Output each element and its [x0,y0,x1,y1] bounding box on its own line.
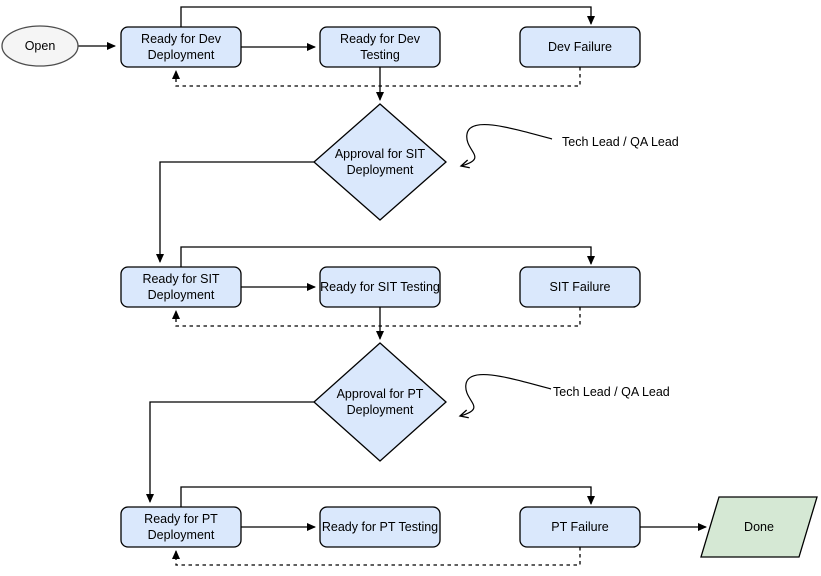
annotation-label-sit-approver: Tech Lead / QA Lead [562,135,679,149]
edge-dev-deployment-to-dev-failure [180,6,595,27]
node-sit-failure-shape [519,266,641,308]
annotation-arrow-sit-approver [459,123,553,169]
node-approval-pt-shape [313,342,447,462]
node-approval-sit-shape [313,103,447,221]
annotation-label-pt-approver: Tech Lead / QA Lead [553,385,670,399]
edge-sit-deployment-to-sit-failure [180,246,595,267]
node-open-shape [1,25,79,67]
node-pt-testing-shape [319,506,441,548]
node-sit-deployment-shape [120,266,242,308]
edge-sit-failure-to-sit-deployment-dashed [172,307,581,327]
node-sit-testing-shape [319,266,441,308]
annotation-arrow-pt-approver [458,373,552,419]
edge-approval-sit-to-sit-deployment [156,161,314,263]
node-dev-testing-shape [319,26,441,68]
node-dev-failure-shape [519,26,641,68]
node-dev-deployment-shape [120,26,242,68]
node-done-shape [700,496,818,558]
edge-approval-pt-to-pt-deployment [146,401,314,503]
edge-pt-failure-to-pt-deployment-dashed [172,547,581,566]
edge-pt-deployment-to-pt-failure [180,486,595,507]
node-pt-failure-shape [519,506,641,548]
edge-dev-failure-to-dev-deployment-dashed [172,67,581,87]
node-pt-deployment-shape [120,506,242,548]
